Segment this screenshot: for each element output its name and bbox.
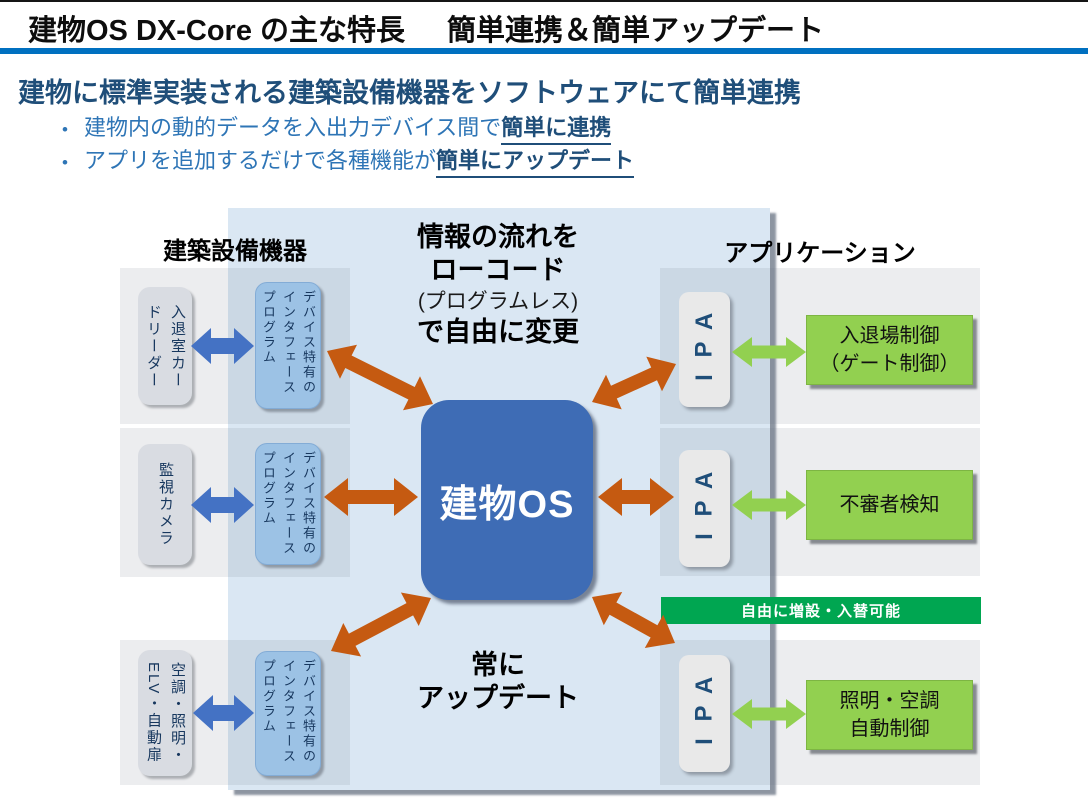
bottom-note-line1: 常に	[471, 650, 525, 680]
top-note-line1: 情報の流れを	[417, 222, 579, 252]
bullet-item: • アプリを追加するだけで各種機能が簡単にアップデート	[62, 145, 634, 178]
slide-title-sub: 簡単連携＆簡単アップデート	[447, 15, 825, 47]
api-letter: A	[691, 312, 718, 331]
device-box-label: 空調・照明・ ELV・自動扉	[145, 662, 186, 764]
bullet-text: アプリを追加するだけで各種機能が	[83, 148, 436, 173]
api-letter: P	[690, 341, 718, 358]
device-box-label: 入退室カー ドリーダー	[145, 303, 186, 389]
top-note-line4: で自由に変更	[417, 317, 579, 347]
interface-box-label: デバイス特有の インタフェース プログラム	[261, 290, 316, 395]
slide-title-main: 建物OS DX-Core の主な特長	[28, 15, 406, 47]
top-border-line	[0, 0, 1088, 2]
top-note-line2: ローコード	[430, 255, 566, 285]
bullet-dot-icon: •	[62, 153, 68, 172]
device-box-camera: 監視カメラ	[138, 444, 192, 565]
top-note: 情報の流れを ローコード (プログラムレス) で自由に変更	[360, 221, 636, 349]
api-letter: I	[690, 374, 718, 381]
building-os-box: 建物OS	[421, 400, 593, 600]
bullet-emphasis: 簡単に連携	[501, 112, 612, 145]
api-letter: I	[690, 533, 718, 540]
api-letter: A	[691, 471, 718, 490]
app-box-intruder-detection: 不審者検知	[806, 470, 973, 540]
left-column-label: 建築設備機器	[163, 238, 307, 265]
title-underline-rule	[0, 48, 1088, 54]
app-box-auto-control: 照明・空調 自動制御	[806, 680, 973, 750]
right-column-label: アプリケーション	[724, 240, 916, 267]
interface-box-label: デバイス特有の インタフェース プログラム	[261, 659, 316, 764]
interface-box-row2: デバイス特有の インタフェース プログラム	[255, 443, 321, 565]
device-box-card-reader: 入退室カー ドリーダー	[138, 287, 192, 405]
bullet-emphasis: 簡単にアップデート	[435, 145, 634, 178]
interface-box-label: デバイス特有の インタフェース プログラム	[261, 451, 316, 556]
interface-box-row3: デバイス特有の インタフェース プログラム	[255, 651, 321, 776]
device-box-hvac: 空調・照明・ ELV・自動扉	[138, 650, 192, 776]
api-letter: I	[690, 738, 718, 745]
bottom-note-line2: アップデート	[417, 683, 579, 713]
bullet-dot-icon: •	[62, 120, 68, 139]
top-note-line3: (プログラムレス)	[417, 290, 579, 313]
bullet-text: 建物内の動的データを入出力デバイス間で	[83, 115, 502, 140]
slide-title: 建物OS DX-Core の主な特長 簡単連携＆簡単アップデート	[28, 7, 824, 49]
device-box-label: 監視カメラ	[157, 462, 174, 547]
section-heading: 建物に標準実装される建築設備機器をソフトウェアにて簡単連携	[18, 78, 801, 108]
interface-box-row1: デバイス特有の インタフェース プログラム	[255, 282, 321, 409]
bottom-note: 常に アップデート	[360, 649, 636, 715]
api-letter: P	[690, 500, 718, 517]
expand-replace-banner: 自由に増設・入替可能	[661, 597, 981, 624]
bullet-item: • 建物内の動的データを入出力デバイス間で簡単に連携	[62, 112, 634, 145]
bullet-list: • 建物内の動的データを入出力デバイス間で簡単に連携 • アプリを追加するだけで…	[62, 112, 634, 178]
api-letter: P	[690, 705, 718, 722]
api-letter: A	[691, 676, 718, 695]
app-box-gate-control: 入退場制御 （ゲート制御）	[806, 315, 973, 385]
